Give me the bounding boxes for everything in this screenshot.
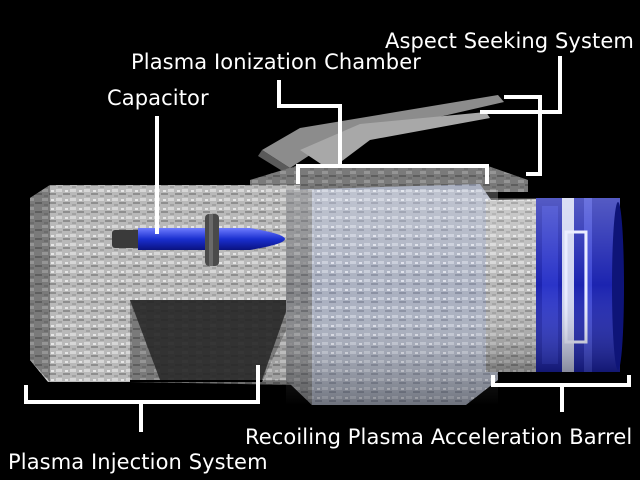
label-plasma-ionization-chamber: Plasma Ionization Chamber bbox=[131, 50, 421, 74]
label-recoiling-plasma-acceleration-barrel: Recoiling Plasma Acceleration Barrel bbox=[245, 425, 633, 449]
plasma-ionization-chamber bbox=[286, 184, 498, 405]
plasma-injection-housing bbox=[30, 185, 300, 385]
callout-ionization bbox=[277, 80, 342, 166]
capacitor-shape bbox=[112, 214, 285, 266]
aspect-seeking-fins bbox=[258, 95, 504, 172]
callout-lines bbox=[24, 56, 631, 432]
callout-aspect-seeking bbox=[480, 56, 562, 114]
label-aspect-seeking-system: Aspect Seeking System bbox=[385, 29, 634, 53]
callout-ionization-bracket bbox=[296, 164, 489, 184]
callout-aspect-seeking-lower bbox=[504, 95, 542, 176]
recoiling-barrel bbox=[486, 198, 624, 372]
label-plasma-injection-system: Plasma Injection System bbox=[8, 450, 268, 474]
label-capacitor: Capacitor bbox=[107, 86, 209, 110]
